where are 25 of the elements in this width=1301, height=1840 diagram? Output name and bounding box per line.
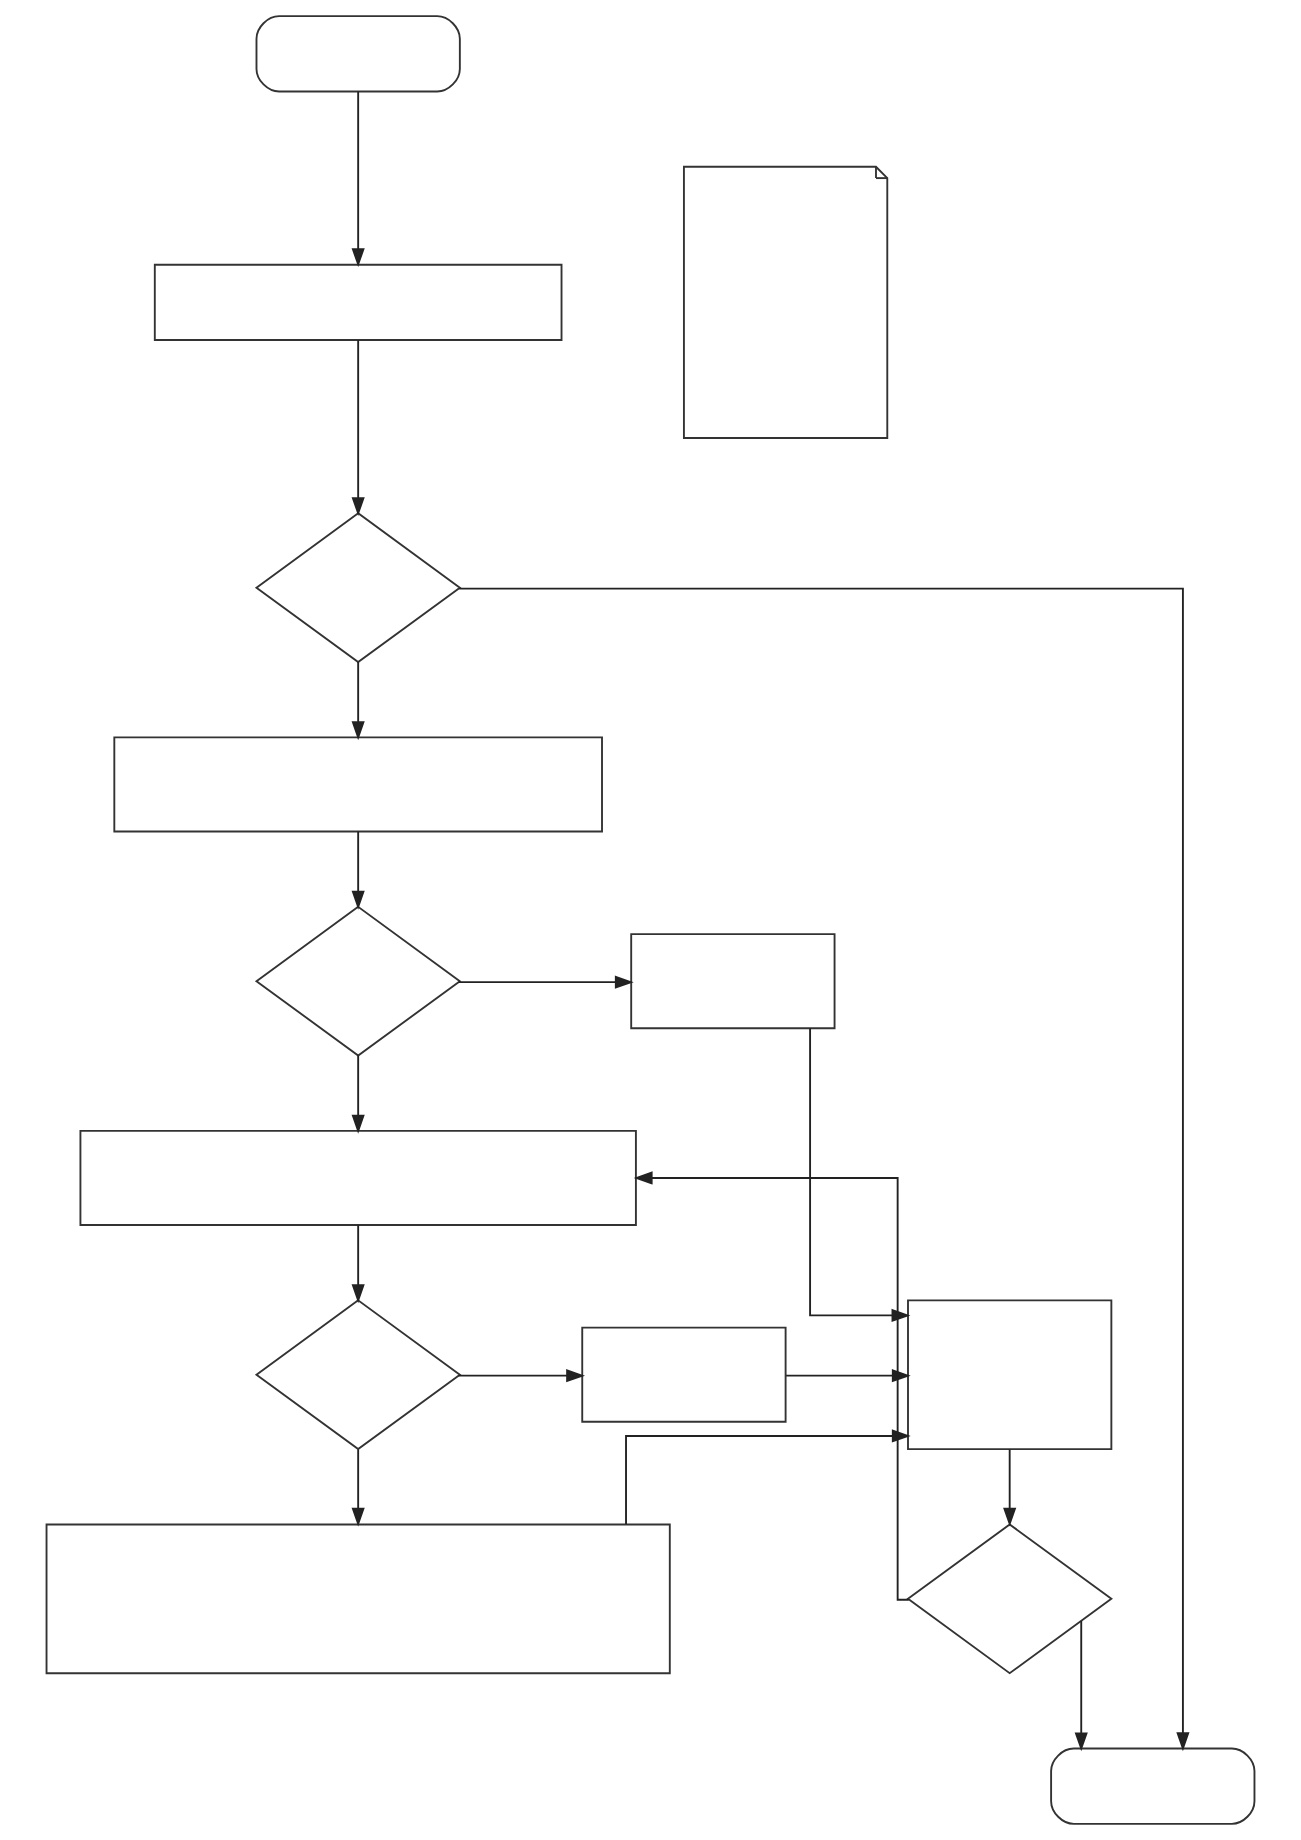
node-box	[45, 1523, 671, 1675]
node-box	[153, 263, 563, 341]
node-box	[581, 1326, 787, 1423]
arrow	[1003, 1448, 1017, 1527]
node-diamond	[906, 1523, 1113, 1675]
arrow	[1074, 1620, 1088, 1752]
arrow	[351, 830, 365, 910]
arrow	[351, 1224, 365, 1304]
arrow	[351, 1054, 365, 1134]
arrow	[458, 587, 1190, 1752]
arrow	[351, 339, 365, 517]
node-diamond	[254, 512, 462, 664]
node-oval	[255, 15, 461, 93]
node-box	[79, 1129, 637, 1226]
arrow	[351, 661, 365, 741]
node-diamond	[254, 905, 462, 1057]
node-box	[113, 736, 603, 833]
arrow	[351, 1448, 365, 1527]
arrow	[351, 90, 365, 268]
node-oval	[1050, 1747, 1256, 1825]
node-box	[907, 1299, 1113, 1451]
node-diamond	[254, 1299, 462, 1451]
node-box	[630, 933, 836, 1030]
arrow	[457, 975, 634, 989]
arrow	[457, 1369, 585, 1383]
